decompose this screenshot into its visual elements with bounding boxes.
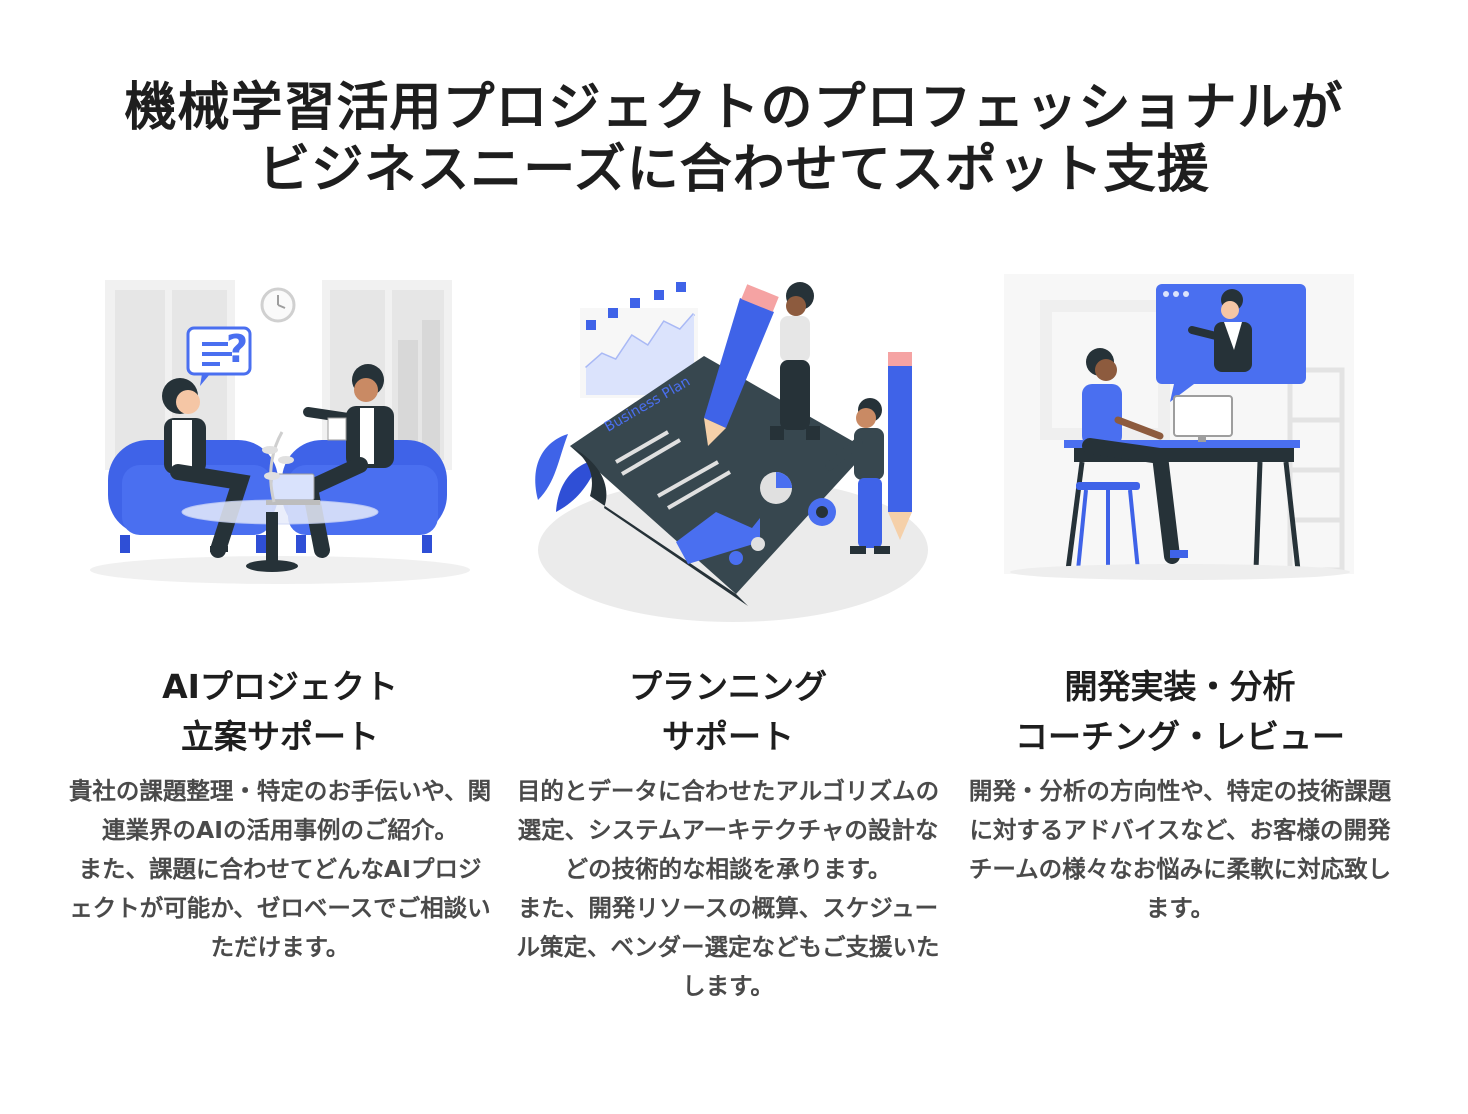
card-description-paragraph-1: 目的とデータに合わせたアルゴリズムの選定、システムアーキテクチャの設計などの技術… [516,777,940,883]
svg-text:?: ? [226,327,248,371]
business-plan-illustration: Business Plan [535,282,928,622]
card-title: プランニング サポート [508,662,948,762]
card-title-line-2: コーチング・レビュー [1015,717,1345,756]
card-title-line-1: AIプロジェクト [162,667,398,706]
service-card-planning-support: Business Plan プランニング [508,250,948,1006]
card-title: AIプロジェクト 立案サポート [60,662,500,762]
card-title-line-1: プランニング [629,667,827,706]
card-description-paragraph-1: 貴社の課題整理・特定のお手伝いや、関連業界のAIの活用事例のご紹介。 [68,777,492,844]
consultation-meeting-illustration: ? [90,280,470,584]
card-description: 貴社の課題整理・特定のお手伝いや、関連業界のAIの活用事例のご紹介。 また、課題… [60,772,500,967]
online-coaching-illustration [1004,274,1354,580]
service-card-ai-planning: ? [60,250,500,967]
page-headline: 機械学習活用プロジェクトのプロフェッショナルが ビジネスニーズに合わせてスポット… [0,77,1468,201]
headline-line-2: ビジネスニーズに合わせてスポット支援 [258,139,1210,200]
card-description-paragraph-2: また、開発リソースの概算、スケジュール策定、ベンダー選定などもご支援いたします。 [516,894,940,1000]
card-title: 開発実装・分析 コーチング・レビュー [960,662,1400,762]
card-description: 開発・分析の方向性や、特定の技術課題に対するアドバイスなど、お客様の開発チームの… [960,772,1400,928]
card-description-paragraph-1: 開発・分析の方向性や、特定の技術課題に対するアドバイスなど、お客様の開発チームの… [968,777,1392,922]
card-title-line-2: 立案サポート [181,717,379,756]
card-description-paragraph-2: また、課題に合わせてどんなAIプロジェクトが可能か、ゼロベースでご相談いただけま… [69,855,491,961]
card-title-line-2: サポート [662,717,794,756]
service-card-dev-coaching: 開発実装・分析 コーチング・レビュー 開発・分析の方向性や、特定の技術課題に対す… [960,250,1400,928]
card-description: 目的とデータに合わせたアルゴリズムの選定、システムアーキテクチャの設計などの技術… [508,772,948,1006]
headline-line-1: 機械学習活用プロジェクトのプロフェッショナルが [124,77,1344,138]
card-title-line-1: 開発実装・分析 [1064,667,1296,706]
